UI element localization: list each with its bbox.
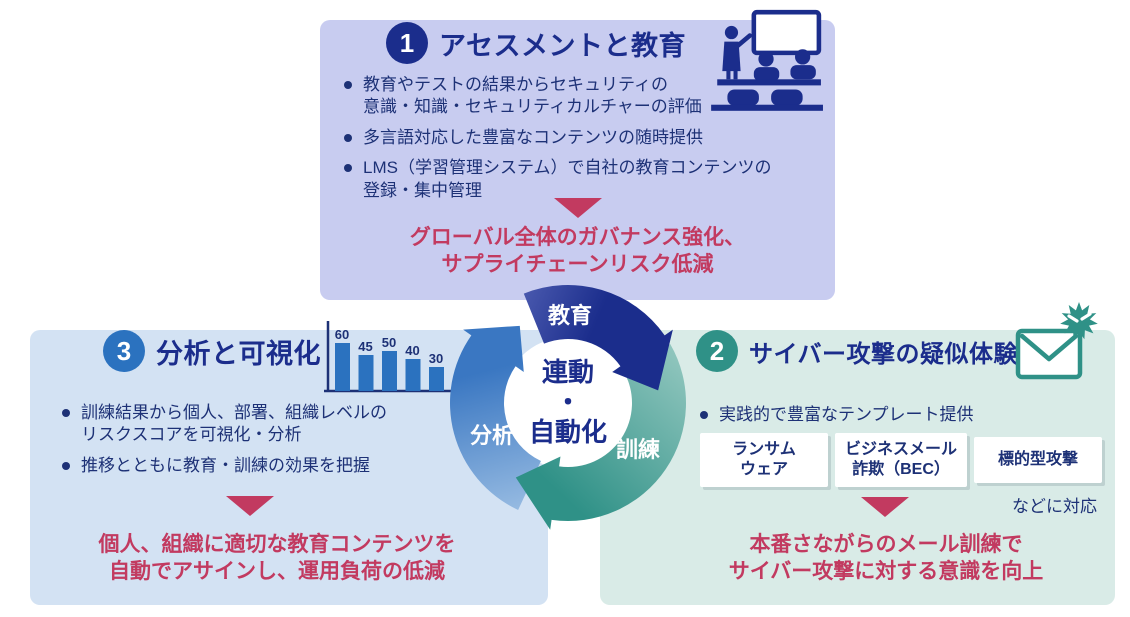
tag-label: ランサム ウェア [732, 441, 796, 478]
assessment-bullet-list: 教育やテストの結果からセキュリティの 意識・知識・セキュリティカルチャーの評価 … [344, 74, 771, 210]
tag-label: 標的型攻撃 [997, 451, 1078, 468]
bullet-dot [344, 164, 352, 173]
analysis-header: 3 分析と可視化 [103, 330, 321, 372]
template-tag-ransomware: ランサム ウェア [700, 433, 828, 487]
bullet-item: 教育やテストの結果からセキュリティの 意識・知識・セキュリティカルチャーの評価 [344, 74, 771, 119]
mini-bar-value: 40 [405, 343, 419, 358]
cycle-label-training: 訓練 [616, 437, 660, 462]
simulation-header: 2 サイバー攻撃の疑似体験 [696, 330, 1018, 372]
step-badge-3: 3 [103, 330, 145, 372]
cycle-label-education: 教育 [548, 303, 592, 328]
mini-bar-value: 50 [382, 335, 396, 350]
whiteboard-icon [751, 9, 822, 56]
malicious-email-icon [1015, 302, 1098, 380]
bullet-item: 実践的で豊富なテンプレート提供 [700, 404, 974, 426]
bullet-dot [344, 133, 352, 142]
template-tag-targeted-attack: 標的型攻撃 [974, 437, 1102, 483]
bullet-text: LMS（学習管理システム）で自社の教育コンテンツの 登録・集中管理 [363, 158, 772, 200]
attack-template-tags: ランサム ウェア ビジネスメール 詐欺（BEC） 標的型攻撃 [700, 433, 1102, 487]
cycle-center-circle [502, 337, 634, 469]
bullet-text: 実践的で豊富なテンプレート提供 [719, 405, 974, 424]
step-badge-2: 2 [696, 330, 738, 372]
outcome-arrow-icon [226, 496, 274, 516]
mini-bar [358, 355, 374, 391]
virus-icon [1060, 302, 1098, 340]
simulation-title: サイバー攻撃の疑似体験 [749, 340, 1019, 368]
analysis-title: 分析と可視化 [156, 338, 321, 369]
cycle-label-analysis: 分析 [470, 423, 514, 448]
envelope-icon [1015, 328, 1083, 380]
tags-note: などに対応 [1012, 497, 1097, 516]
mini-bar-value: 45 [358, 339, 372, 354]
bullet-item: 訓練結果から個人、部署、組織レベルの リスクスコアを可視化・分析 [62, 402, 387, 447]
cycle-arrow-analysis [450, 325, 541, 510]
mini-bar-value: 30 [429, 351, 443, 366]
outcome-arrow-icon [861, 497, 909, 517]
cycle-arrow-education [523, 284, 673, 391]
mini-bar [405, 359, 421, 391]
assessment-title: アセスメントと教育 [439, 30, 686, 61]
bar-chart-icon: 60 45 50 40 30 [324, 321, 451, 393]
bullet-item: 多言語対応した豊富なコンテンツの随時提供 [344, 127, 771, 149]
bullet-dot [344, 81, 352, 89]
simulation-box: 2 サイバー攻撃の疑似体験 実践的で豊富なテンプレート提供 ランサム ウェア ビ… [600, 302, 1115, 605]
mini-bar [382, 351, 397, 391]
bullet-dot [62, 461, 70, 470]
assessment-outcome-text: グローバル全体のガバナンス強化、 サプライチェーンリスク低減 [409, 226, 746, 277]
simulation-bullet-list: 実践的で豊富なテンプレート提供 [700, 404, 974, 434]
classroom-icon [711, 9, 823, 111]
bullet-text: 教育やテストの結果からセキュリティの 意識・知識・セキュリティカルチャーの評価 [363, 75, 702, 117]
assessment-box: 1 アセスメントと教育 教育やテストの結果からセキュリティの 意識・知識・セキュ… [320, 9, 835, 300]
mini-bar [335, 343, 350, 391]
bullet-dot [700, 411, 708, 419]
bullet-text: 訓練結果から個人、部署、組織レベルの リスクスコアを可視化・分析 [81, 403, 387, 445]
mini-bar [429, 367, 444, 391]
analysis-outcome-text: 個人、組織に適切な教育コンテンツを 自動でアサインし、運用負荷の低減 [98, 533, 456, 584]
mini-bar-value: 60 [335, 327, 349, 342]
assessment-header: 1 アセスメントと教育 [386, 22, 686, 64]
cycle-arrow-training [515, 344, 686, 530]
bullet-item: LMS（学習管理システム）で自社の教育コンテンツの 登録・集中管理 [344, 157, 771, 202]
template-tag-bec: ビジネスメール 詐欺（BEC） [835, 433, 967, 487]
bullet-item: 推移とともに教育・訓練の効果を把握 [62, 455, 387, 477]
analysis-box: 3 分析と可視化 60 45 50 40 30 訓練結果から個人、部署、組織レベルの リ… [30, 321, 548, 605]
bullet-text: 多言語対応した豊富なコンテンツの随時提供 [363, 127, 703, 147]
bullet-dot [62, 409, 70, 417]
cycle-diagram: 教育 分析 訓練 [450, 284, 686, 530]
step-badge-1: 1 [386, 22, 428, 64]
analysis-bullet-list: 訓練結果から個人、部署、組織レベルの リスクスコアを可視化・分析 推移とともに教… [62, 402, 387, 485]
bullet-text: 推移とともに教育・訓練の効果を把握 [81, 455, 370, 475]
cycle-center-text: 連動 ・ 自動化 [528, 357, 607, 448]
tag-label: ビジネスメール 詐欺（BEC） [844, 441, 957, 478]
simulation-outcome-text: 本番さながらのメール訓練で サイバー攻撃に対する意識を向上 [728, 533, 1044, 584]
